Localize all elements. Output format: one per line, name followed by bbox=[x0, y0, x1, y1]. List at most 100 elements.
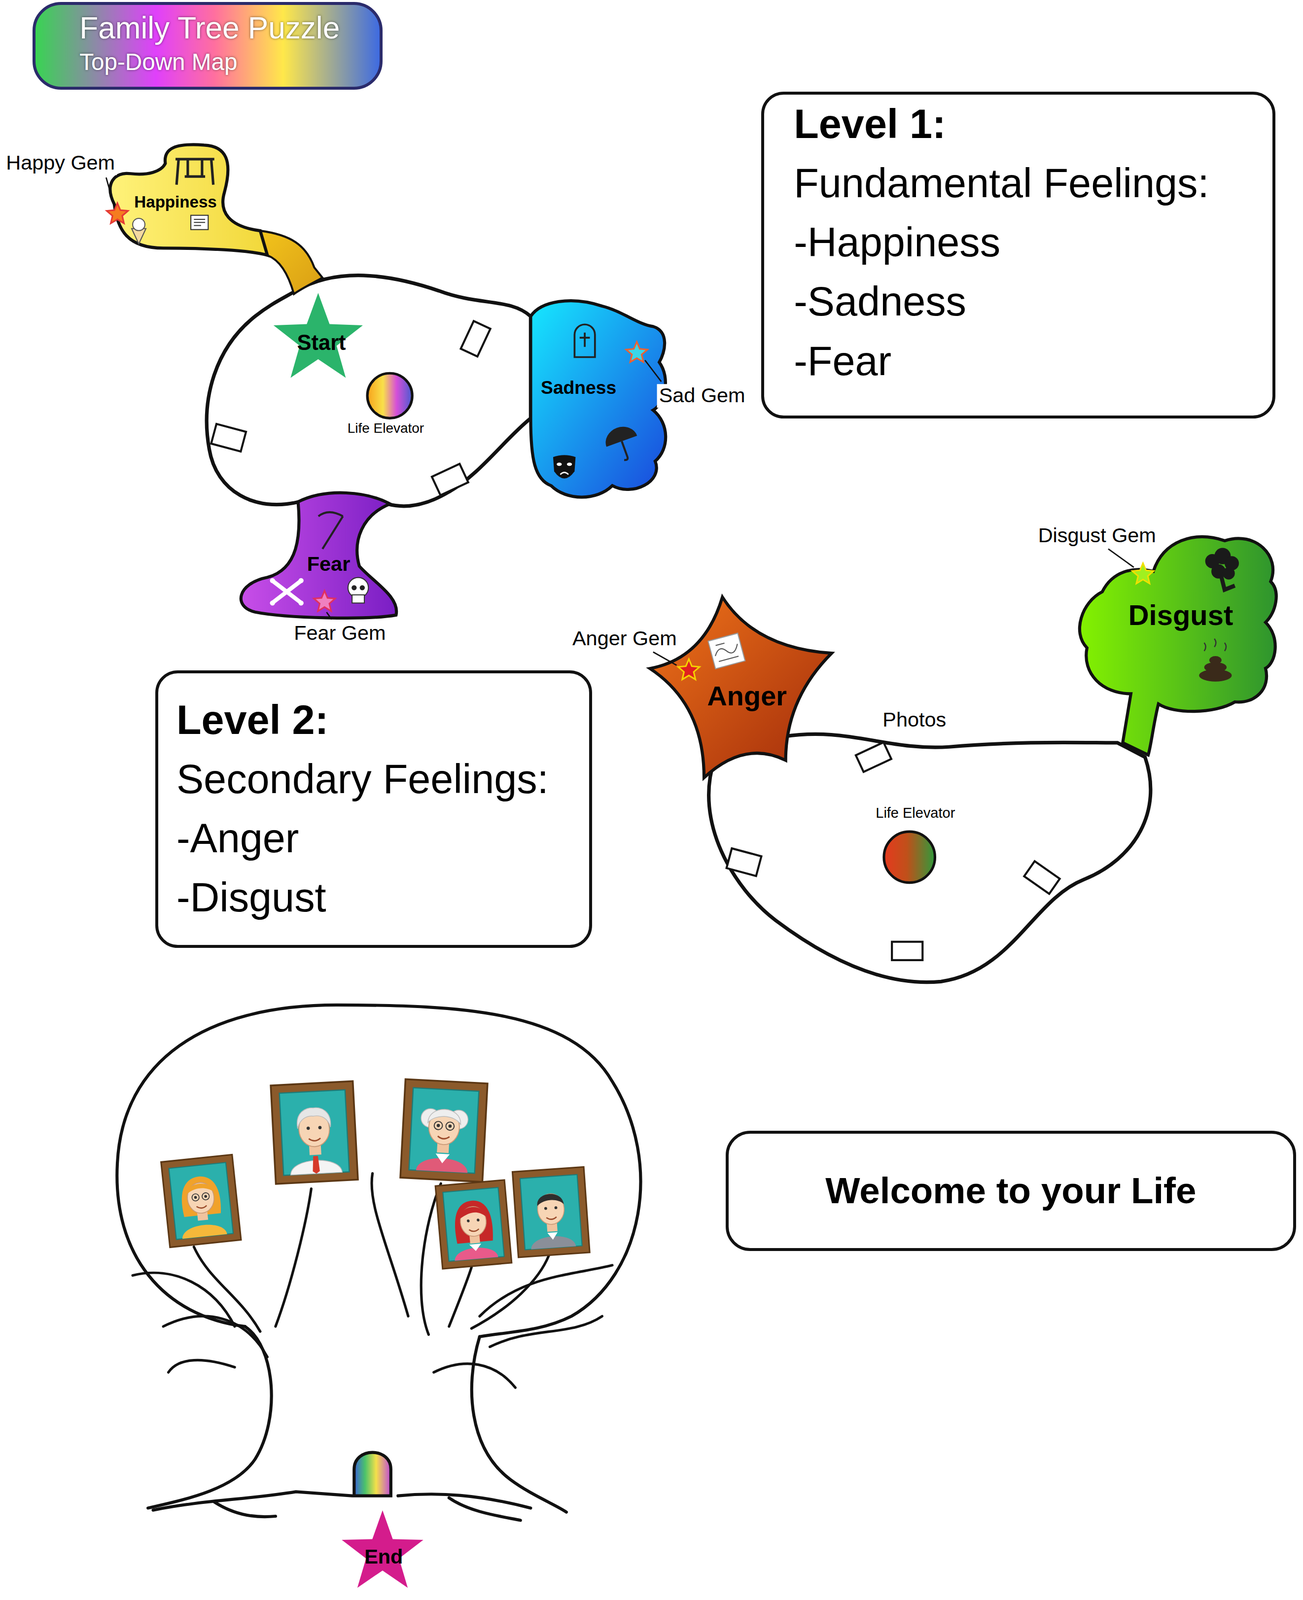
portrait-frame bbox=[400, 1079, 488, 1182]
tree-door bbox=[353, 1452, 391, 1497]
portrait-frame bbox=[185, 1181, 217, 1223]
room-region: Fear bbox=[230, 485, 405, 625]
life-elevator: Life Elevator bbox=[336, 369, 439, 441]
family-tree bbox=[214, 1498, 521, 1521]
portrait-frame bbox=[536, 1193, 566, 1233]
room-region: Sadness bbox=[524, 291, 676, 505]
photo-frame bbox=[211, 423, 247, 452]
portrait-frame bbox=[452, 1199, 494, 1245]
photo-frame bbox=[1023, 861, 1060, 894]
crossbones-icon bbox=[298, 578, 304, 584]
map-picture-icon bbox=[707, 633, 745, 670]
portrait-frame bbox=[161, 1154, 242, 1248]
level-info-box: Level 1:Fundamental Feelings:-Happiness-… bbox=[761, 91, 1276, 419]
elevator-label: Life Elevator bbox=[347, 420, 424, 437]
map-picture-icon bbox=[712, 639, 741, 663]
family-tree bbox=[116, 1005, 641, 1521]
room-region-outline bbox=[1074, 526, 1283, 762]
end-marker: End bbox=[339, 1510, 426, 1597]
gem-star bbox=[314, 591, 336, 612]
family-tree bbox=[147, 1326, 272, 1509]
mask-icon bbox=[556, 462, 562, 467]
portrait-frame bbox=[433, 1121, 443, 1131]
photo-frame bbox=[855, 742, 892, 773]
crossbones-icon bbox=[273, 581, 301, 602]
start-marker: Start bbox=[269, 290, 368, 389]
umbrella-icon bbox=[617, 441, 629, 461]
tree-branch bbox=[471, 1255, 549, 1329]
tombstone-icon bbox=[579, 332, 591, 348]
skull-icon bbox=[351, 585, 357, 591]
level-text: Secondary Feelings: bbox=[176, 749, 549, 810]
callout-label: Photos bbox=[880, 708, 949, 733]
portrait-frame bbox=[427, 1108, 460, 1154]
photo-frame bbox=[460, 320, 491, 357]
ice-cream-icon bbox=[131, 228, 146, 245]
gem-star bbox=[678, 659, 700, 680]
broccoli-icon bbox=[1211, 564, 1226, 579]
portrait-frame bbox=[530, 1234, 576, 1250]
map-art bbox=[116, 275, 1151, 1521]
portrait-frame bbox=[181, 1223, 228, 1240]
room-region-shape bbox=[241, 493, 397, 619]
room-region-shape bbox=[260, 230, 323, 294]
map-icons bbox=[105, 159, 1239, 682]
level-info-box: Level 2:Secondary Feelings:-Anger-Disgus… bbox=[155, 670, 593, 949]
marker-text: Start bbox=[297, 330, 347, 356]
life-elevator-shape bbox=[367, 373, 413, 419]
tree-branch bbox=[433, 1364, 516, 1389]
portrait-frame bbox=[435, 1153, 451, 1164]
level-text: Fundamental Feelings: bbox=[793, 153, 1209, 213]
tombstone-icon bbox=[574, 324, 595, 357]
crossbones-icon bbox=[298, 600, 304, 606]
portrait-frame bbox=[179, 1174, 222, 1218]
end-marker-shape bbox=[342, 1510, 424, 1588]
photo-frame bbox=[891, 942, 923, 961]
marker-text: End bbox=[364, 1545, 403, 1570]
welcome-box: Welcome to your Life bbox=[725, 1130, 1297, 1252]
portrait-frame bbox=[270, 1081, 358, 1184]
leader-line bbox=[105, 177, 1134, 666]
tree-branch bbox=[163, 1316, 268, 1358]
portrait-frame bbox=[512, 1166, 590, 1258]
broccoli-icon bbox=[1222, 567, 1235, 580]
map-picture-icon bbox=[707, 633, 745, 670]
poop-icon bbox=[1204, 662, 1228, 673]
room-region-outline bbox=[524, 291, 676, 505]
portrait-frame bbox=[458, 1205, 488, 1245]
tree-branch bbox=[193, 1247, 261, 1333]
crossbones-icon bbox=[270, 578, 304, 606]
callout-label: Disgust Gem bbox=[1036, 524, 1159, 548]
level-text: Level 1: bbox=[793, 94, 946, 154]
portrait-frame bbox=[448, 1109, 469, 1130]
room-name: Happiness bbox=[134, 192, 217, 212]
label-anchor: Sad Gem bbox=[657, 384, 748, 408]
life-elevator: Life Elevator bbox=[855, 800, 970, 888]
start-marker-shape bbox=[273, 292, 363, 378]
crossbones-icon bbox=[270, 578, 276, 584]
scythe-icon bbox=[318, 512, 344, 517]
photo-frame bbox=[726, 848, 762, 877]
label-anchor: Disgust Gem bbox=[1036, 524, 1159, 548]
tree-branch bbox=[490, 1316, 603, 1347]
newspaper-icon bbox=[193, 219, 206, 226]
portrait-frame bbox=[416, 1157, 469, 1173]
broccoli-icon bbox=[1220, 573, 1235, 590]
ice-cream-icon bbox=[132, 218, 145, 231]
skull-icon bbox=[359, 585, 365, 591]
label-anchor: Happy Gem bbox=[3, 151, 117, 176]
swing-icon bbox=[175, 159, 215, 185]
portrait-frame bbox=[435, 1180, 512, 1269]
room-name: Sadness bbox=[540, 377, 617, 399]
welcome-text: Welcome to your Life bbox=[825, 1168, 1197, 1214]
room-region: Anger bbox=[644, 592, 837, 784]
portrait-frame bbox=[289, 1159, 343, 1175]
mask-icon bbox=[566, 462, 572, 467]
broccoli-icon bbox=[1205, 548, 1239, 591]
portrait-frame bbox=[469, 1243, 482, 1252]
life-elevator-shape bbox=[883, 831, 935, 883]
level-text: -Anger bbox=[176, 809, 300, 869]
gem-star bbox=[1132, 563, 1154, 584]
callout-label: Fear Gem bbox=[291, 622, 388, 646]
title-banner: Family Tree PuzzleTop-Down Map bbox=[32, 1, 383, 90]
